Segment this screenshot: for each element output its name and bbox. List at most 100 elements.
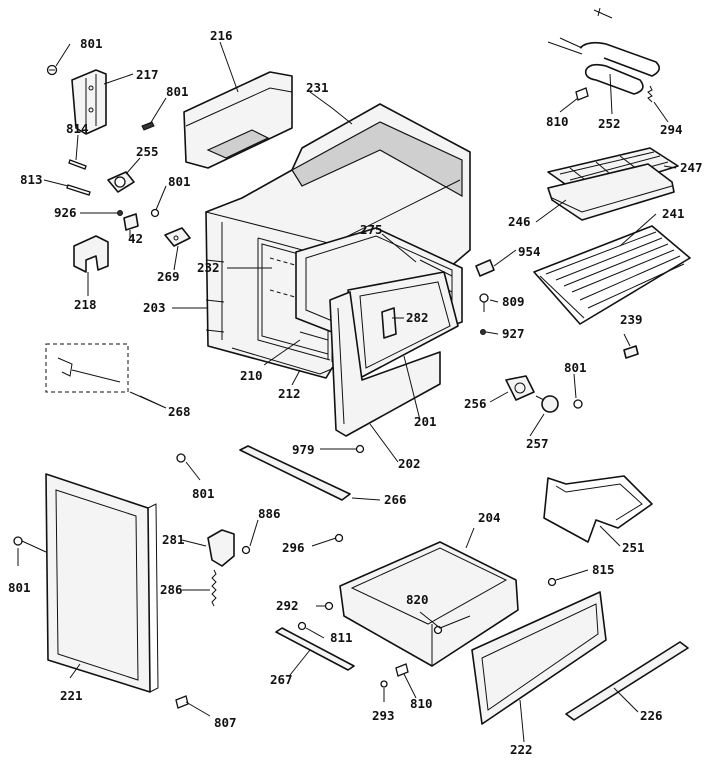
part-286-spring [211, 569, 217, 607]
label-927: 927 [502, 326, 525, 341]
label-810-bottom: 810 [410, 696, 433, 711]
label-246: 246 [508, 214, 531, 229]
part-labels: 801 217 216 801 231 814 255 813 801 926 … [8, 28, 703, 757]
label-815: 815 [592, 562, 615, 577]
label-286: 286 [160, 582, 183, 597]
label-231: 231 [306, 80, 329, 95]
label-222: 222 [510, 742, 533, 757]
part-282-light [381, 307, 397, 339]
screw-292 [324, 601, 334, 611]
screw-813 [66, 184, 91, 196]
part-226-drawer-rail [565, 641, 689, 721]
label-801-right: 801 [564, 360, 587, 375]
label-269: 269 [157, 269, 180, 284]
leader-lines [17, 41, 677, 743]
screw-801-top-left [46, 64, 58, 76]
label-217: 217 [136, 67, 159, 82]
part-204-storage-drawer [339, 541, 519, 667]
label-255: 255 [136, 144, 159, 159]
screw-296 [334, 533, 344, 543]
part-281-hinge [207, 529, 235, 567]
label-807: 807 [214, 715, 237, 730]
part-266-rail [239, 445, 351, 501]
part-269-clip [164, 227, 191, 247]
screw-801-door [13, 536, 23, 546]
label-814: 814 [66, 121, 89, 136]
label-886: 886 [258, 506, 281, 521]
part-257-bulb [535, 395, 559, 413]
label-292: 292 [276, 598, 299, 613]
part-222-drawer-front [471, 591, 607, 725]
label-954: 954 [518, 244, 541, 259]
screw-810-top [575, 87, 589, 101]
label-241: 241 [662, 206, 685, 221]
label-268: 268 [168, 404, 191, 419]
screw-293 [380, 680, 388, 688]
label-926: 926 [54, 205, 77, 220]
part-201-door-frame [347, 271, 459, 379]
part-267-drawer-rail [275, 627, 355, 671]
screw-979 [355, 444, 365, 454]
label-247: 247 [680, 160, 703, 175]
screw-810-bottom [395, 663, 409, 677]
label-293: 293 [372, 708, 395, 723]
screw-801-by-216 [141, 121, 155, 131]
label-257: 257 [526, 436, 549, 451]
part-241-oven-rack [533, 225, 691, 325]
screw-809 [479, 293, 489, 312]
label-251: 251 [622, 540, 645, 555]
label-42: 42 [128, 231, 143, 246]
part-212-bottom-rail [231, 347, 335, 375]
label-218: 218 [74, 297, 97, 312]
label-203: 203 [143, 300, 166, 315]
label-801-top-left: 801 [80, 36, 103, 51]
label-239: 239 [620, 312, 643, 327]
label-801-center: 801 [192, 486, 215, 501]
label-275: 275 [360, 222, 383, 237]
label-809: 809 [502, 294, 525, 309]
screw-927 [480, 329, 486, 335]
label-204: 204 [478, 510, 501, 525]
label-296: 296 [282, 540, 305, 555]
part-256-socket [505, 375, 535, 401]
label-266: 266 [384, 492, 407, 507]
label-232: 232 [197, 260, 220, 275]
label-294: 294 [660, 122, 683, 137]
part-294-spring [647, 85, 653, 103]
screw-815 [547, 577, 557, 587]
screw-926 [117, 210, 123, 216]
label-282: 282 [406, 310, 429, 325]
label-252: 252 [598, 116, 621, 131]
part-42-plate [123, 213, 139, 231]
part-202-front-panel [329, 291, 441, 437]
label-281: 281 [162, 532, 185, 547]
screw-814 [68, 159, 87, 170]
label-216: 216 [210, 28, 233, 43]
label-813: 813 [20, 172, 43, 187]
screw-886 [241, 545, 251, 555]
part-239-clip [623, 345, 639, 359]
label-820: 820 [406, 592, 429, 607]
part-268-wire-harness-box [45, 343, 129, 393]
label-212: 212 [278, 386, 301, 401]
label-979: 979 [292, 442, 315, 457]
part-218-bracket [73, 235, 109, 273]
label-202: 202 [398, 456, 421, 471]
label-221: 221 [60, 688, 83, 703]
screw-807 [175, 695, 189, 709]
label-210: 210 [240, 368, 263, 383]
part-255-switch [107, 171, 135, 193]
part-217-bracket [71, 69, 107, 135]
label-811: 811 [330, 630, 353, 645]
label-267: 267 [270, 672, 293, 687]
screw-801-mid-left [150, 208, 160, 218]
part-216-panel [183, 71, 293, 169]
part-251-bake-element [543, 475, 653, 543]
label-201: 201 [414, 414, 437, 429]
label-810-top: 810 [546, 114, 569, 129]
part-221-oven-door [45, 473, 159, 693]
screw-801-center [176, 453, 186, 463]
screw-801-right [573, 399, 583, 409]
label-801-door: 801 [8, 580, 31, 595]
